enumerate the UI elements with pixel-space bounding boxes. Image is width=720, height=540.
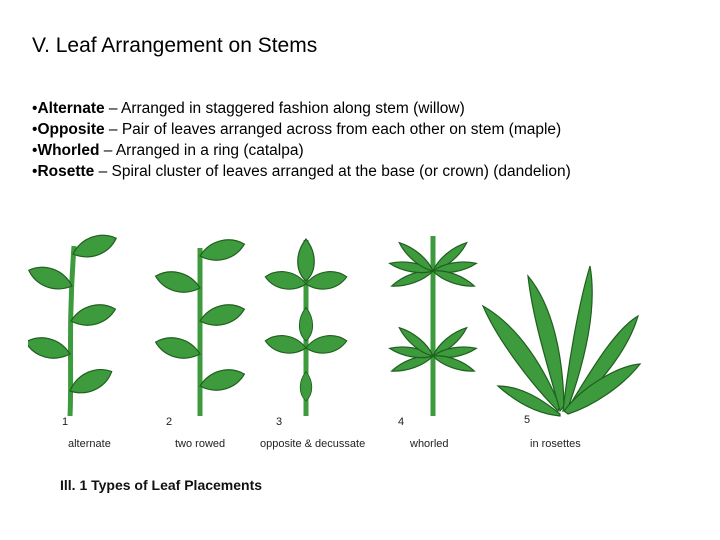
figure-caption: Ill. 1 Types of Leaf Placements	[60, 477, 263, 493]
panel-number: 5	[524, 414, 531, 426]
bullet-list: •Alternate – Arranged in staggered fashi…	[32, 98, 571, 182]
alternate-plant-icon	[28, 228, 121, 417]
panel-number: 2	[166, 416, 173, 428]
panel-label: two rowed	[175, 438, 226, 450]
bullet-desc: Arranged in staggered fashion along stem…	[121, 100, 465, 117]
bullet-desc: Pair of leaves arranged across from each…	[121, 121, 562, 138]
bullet-rosette: •Rosette – Spiral cluster of leaves arra…	[32, 163, 571, 180]
panel-number: 3	[276, 416, 283, 428]
bullet-desc: Spiral cluster of leaves arranged at the…	[111, 163, 571, 180]
panel-label: alternate	[68, 438, 111, 450]
leaf-drawings	[28, 228, 642, 417]
bullet-desc: Arranged in a ring (catalpa)	[115, 142, 304, 159]
bullet-term: Rosette	[37, 163, 95, 180]
bullet-term: Whorled	[37, 142, 100, 159]
panel-number: 1	[62, 416, 69, 428]
panel-label: opposite & decussate	[260, 438, 366, 450]
opposite-decussate-plant-icon	[263, 238, 349, 416]
panel-label: whorled	[410, 438, 449, 450]
bullet-opposite: •Opposite – Pair of leaves arranged acro…	[32, 121, 562, 138]
bullet-alternate: •Alternate – Arranged in staggered fashi…	[32, 100, 465, 117]
bullet-whorled: •Whorled – Arranged in a ring (catalpa)	[32, 142, 304, 159]
two-rowed-plant-icon	[152, 234, 248, 416]
bullet-term: Alternate	[37, 100, 105, 117]
whorled-plant-icon	[388, 236, 478, 416]
panel-label: in rosettes	[530, 438, 581, 450]
bullet-term: Opposite	[37, 121, 105, 138]
leaf-placement-illustration: 1 alternate 2 two rowed 3 opposite & dec…	[28, 226, 658, 506]
panel-number: 4	[398, 416, 405, 428]
slide-title: V. Leaf Arrangement on Stems	[32, 34, 318, 57]
rosette-plant-icon	[481, 265, 642, 417]
